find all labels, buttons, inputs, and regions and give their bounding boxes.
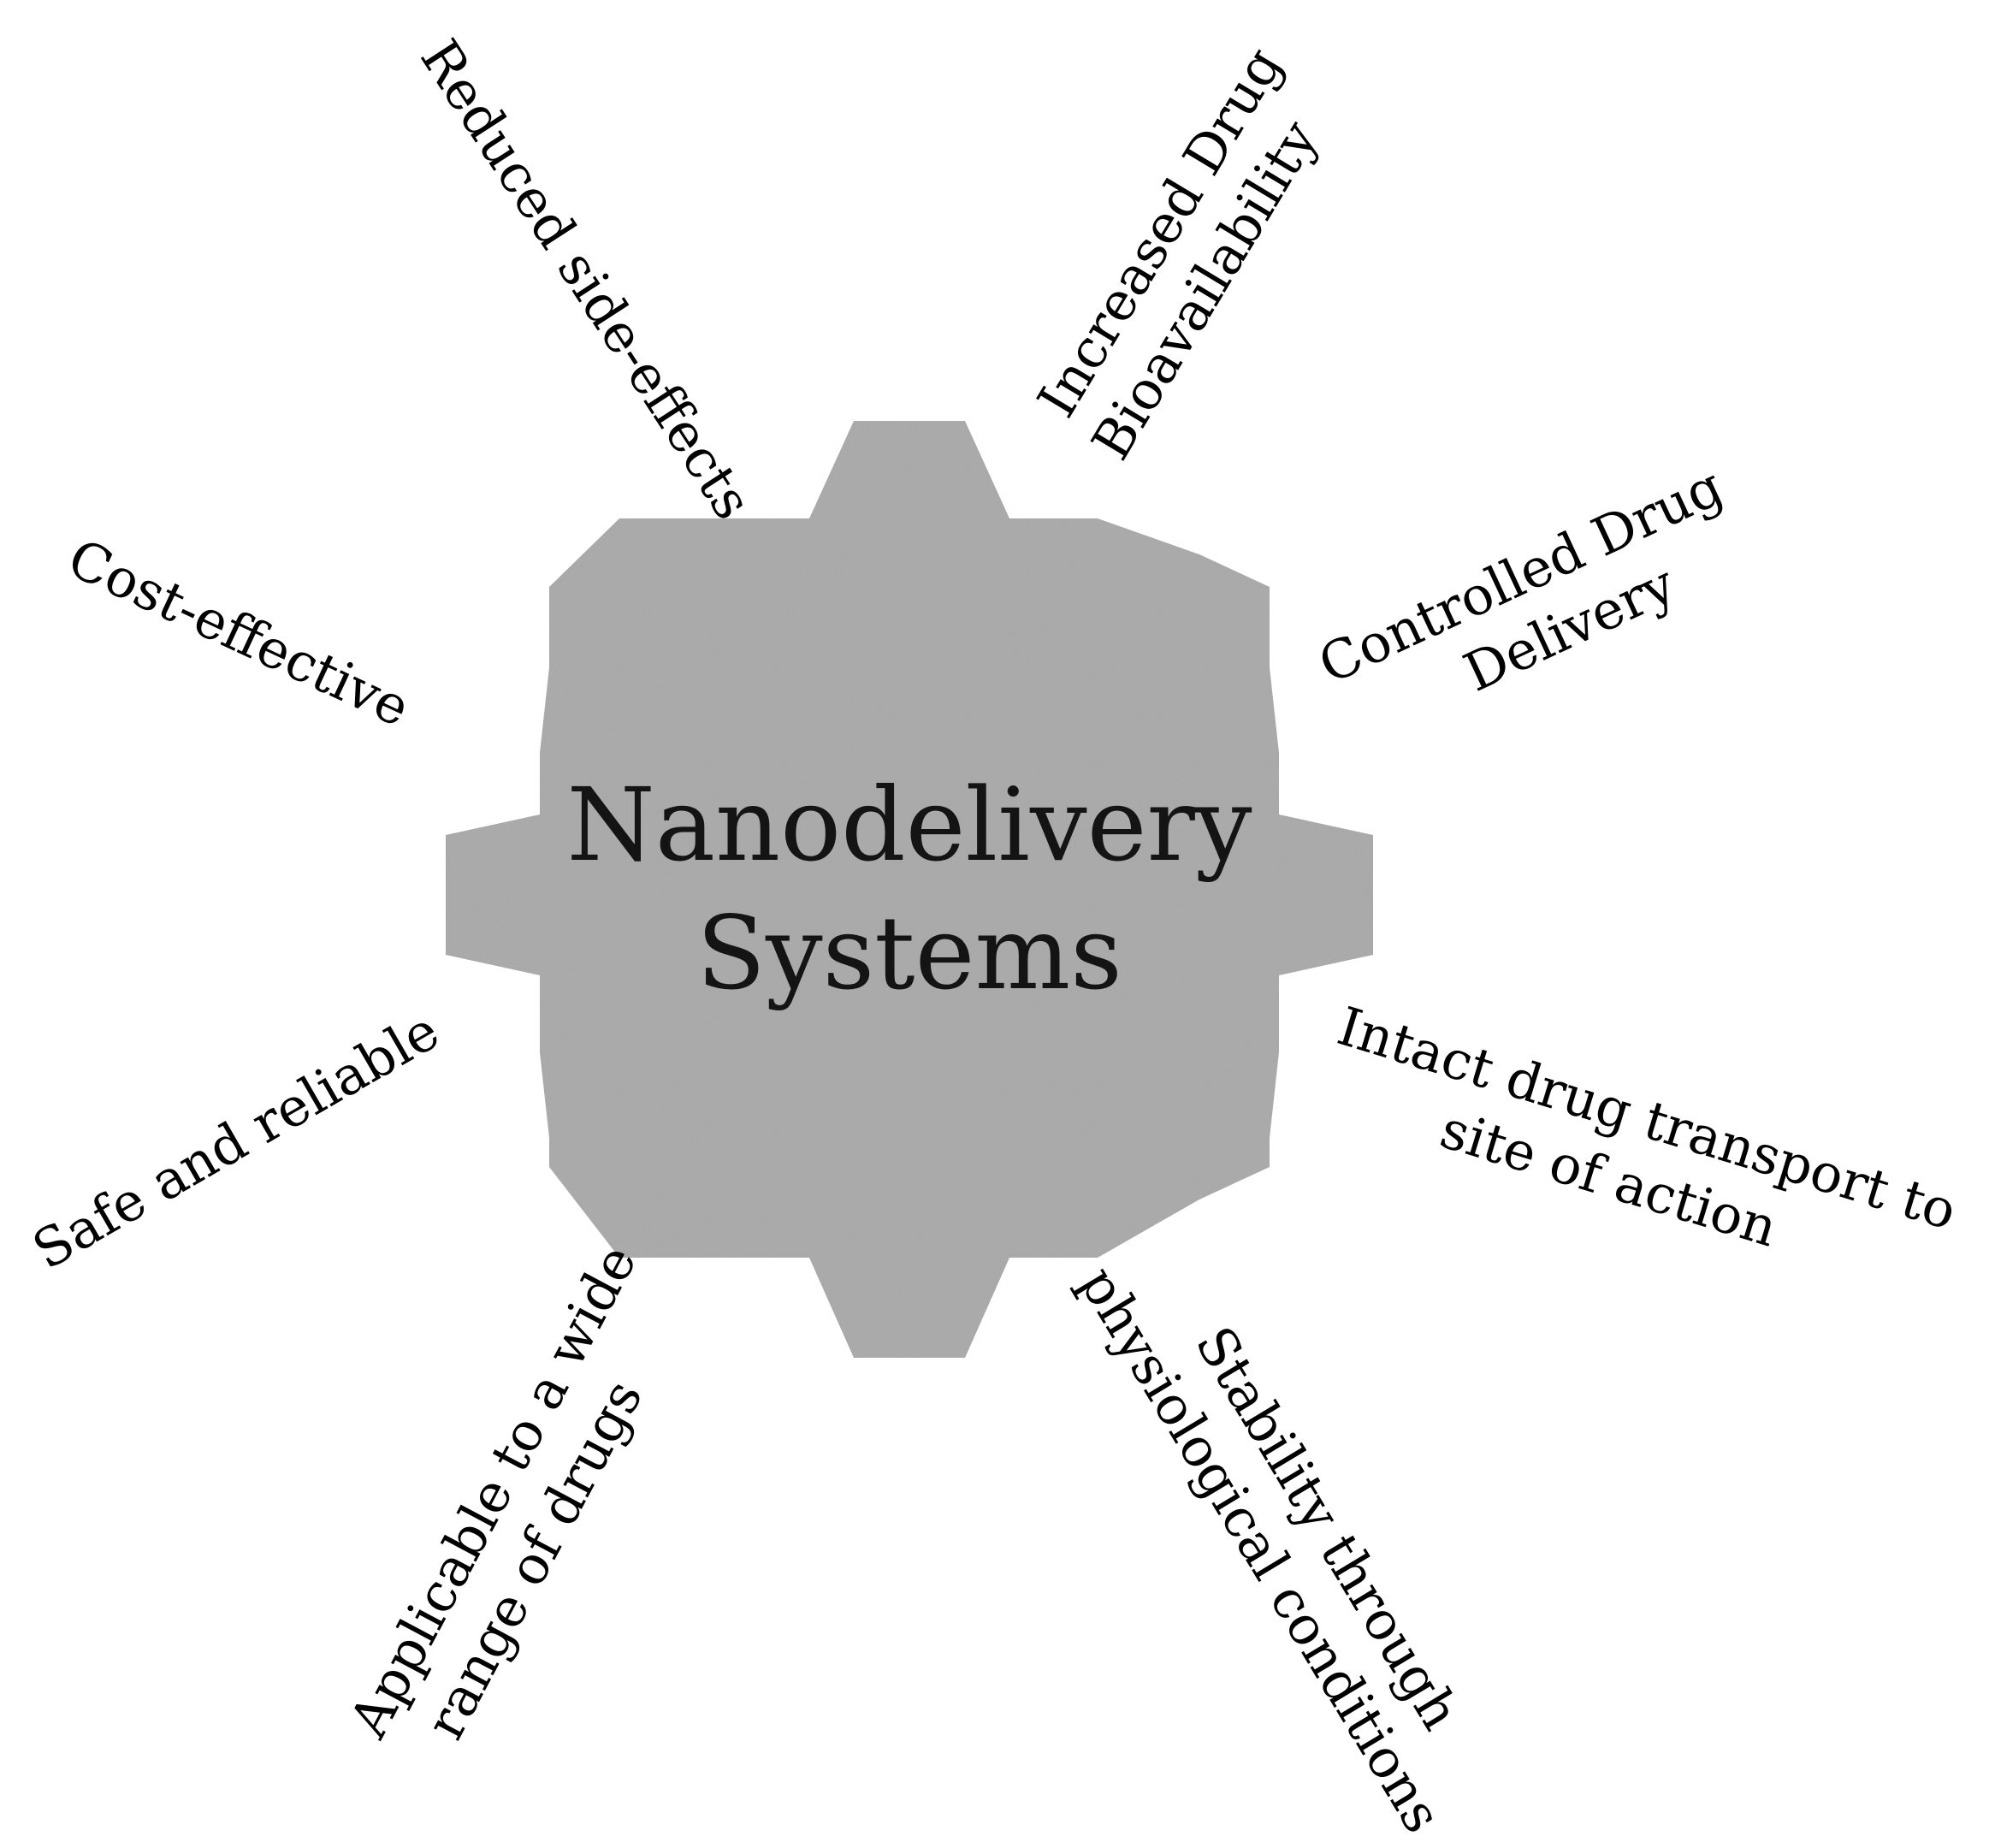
benefit-increased-bioavailability: Increased Drug Bioavailability: [1025, 37, 1329, 471]
benefit-cost-effective: Cost-effective: [59, 526, 420, 738]
center-title-line1: Nanodelivery: [566, 766, 1252, 884]
benefit-label: Reduced side-effects: [408, 28, 764, 530]
benefit-label: Safe and reliable: [22, 999, 449, 1282]
center-title-line2: Systems: [696, 894, 1122, 1012]
benefit-reduced-side-effects: Reduced side-effects: [408, 28, 764, 530]
benefit-label: Cost-effective: [59, 526, 420, 738]
benefit-label-line2: physiological conditions: [1068, 1256, 1454, 1843]
benefit-safe-reliable: Safe and reliable: [22, 999, 449, 1282]
benefit-intact-transport: Intact drug transport to site of action: [1331, 995, 1964, 1259]
benefit-stability: Stability through physiological conditio…: [1068, 1256, 1472, 1843]
gear-icon: [446, 421, 1373, 1358]
benefit-controlled-delivery: Controlled Drug Delivery: [1309, 454, 1732, 703]
benefit-wide-range: Applicable to a wide range of drugs: [336, 1235, 654, 1749]
